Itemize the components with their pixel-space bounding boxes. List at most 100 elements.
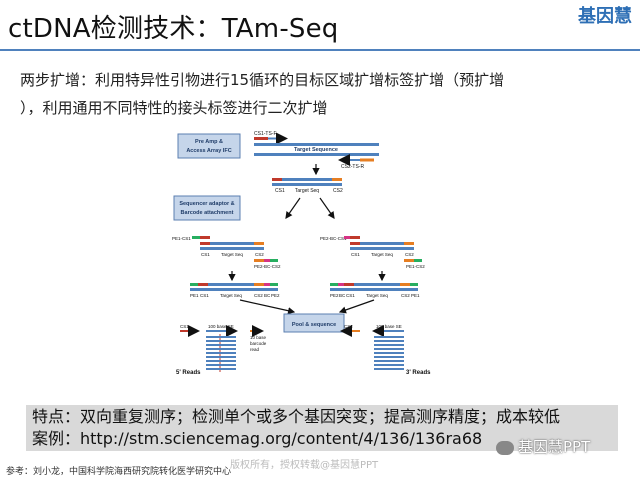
- intro-line-1: 两步扩增：利用特异性引物进行15循环的目标区域扩增标签扩增（预扩增: [20, 71, 505, 89]
- amplicon-strand-2: [272, 183, 342, 186]
- reads-right-stack: [374, 336, 404, 370]
- left-final-pe1-label: PE1: [190, 293, 199, 298]
- left-final-pe1: [190, 283, 198, 286]
- right-final-target-label: Target Seq: [366, 293, 388, 298]
- right-final-target: [354, 283, 400, 286]
- tam-seq-workflow-diagram: Pre Amp & Access Array IFC CS1-TS-F Targ…: [172, 131, 431, 376]
- left-target: [210, 242, 254, 245]
- right-final-pe2-label: PE2: [330, 293, 339, 298]
- reference-note: 参考：刘小龙，中国科学院海西研究院转化医学研究中心: [6, 467, 232, 477]
- right-cs2-label: CS2: [405, 252, 414, 257]
- right-pe2-bc-cs1-label: PE2-BC-CS1: [320, 236, 347, 241]
- left-final-cs1: [198, 283, 208, 286]
- left-final-cs2-label: CS2: [254, 293, 263, 298]
- right-cs1-amp: [350, 242, 360, 245]
- wechat-icon: [496, 440, 514, 455]
- right-final-bc-label: BC: [339, 293, 346, 298]
- primer-cs1-ts-f-label: CS1-TS-F: [254, 131, 277, 137]
- preamp-box: Pre Amp & Access Array IFC: [177, 133, 241, 159]
- intro-text: 两步扩增：利用特异性引物进行15循环的目标区域扩增标签扩增（预扩增 ），利用通用…: [20, 66, 620, 122]
- copyright-watermark: 版权所有，授权转载@基因慧PPT: [230, 460, 379, 471]
- right-pe1-cs2-label: PE1-CS2: [406, 264, 425, 269]
- right-final-cs1-label: CS1: [346, 293, 355, 298]
- reads-right-cs2-label: CS2: [344, 324, 353, 329]
- adaptor-label-2: Barcode attachment: [181, 210, 234, 216]
- left-final-pe2: [270, 283, 278, 286]
- target-sequence-label: Target Sequence: [294, 147, 338, 153]
- left-pe2-primer: [270, 259, 278, 262]
- right-cs2-primer: [404, 259, 414, 262]
- reads-left-10-label-1: 10 base: [250, 335, 267, 340]
- right-target-label: Target Seq: [371, 252, 393, 257]
- amplicon-cs2-label: CS2: [333, 188, 343, 194]
- features-line-1: 特点：双向重复测序；检测单个或多个基因突变；提高测序精度；成本较低: [32, 407, 561, 426]
- right-final-pe1-label: PE1: [411, 293, 420, 298]
- right-final-cs1: [344, 283, 354, 286]
- right-final-strand-2: [330, 288, 418, 291]
- right-final-pe2: [330, 283, 338, 286]
- brand-logo: 基因慧: [578, 6, 632, 27]
- primer-cs1-ts-f: [254, 137, 268, 140]
- left-strand-2: [200, 247, 264, 250]
- page-title: ctDNA检测技术：TAm-Seq: [8, 14, 339, 44]
- right-cs1-label: CS1: [351, 252, 360, 257]
- left-pe2-bc-cs2-label: PE2-BC-CS2: [254, 264, 281, 269]
- left-final-strand-2: [190, 288, 278, 291]
- reads-left-stack: [206, 334, 236, 374]
- right-final-cs2: [400, 283, 410, 286]
- merge-arrow-right: [338, 299, 375, 314]
- features-panel: 特点：双向重复测序；检测单个或多个基因突变；提高测序精度；成本较低 案例：htt…: [26, 405, 618, 451]
- right-pe1-primer: [414, 259, 422, 262]
- reads-5-label: 5' Reads: [176, 370, 201, 376]
- adaptor-label-1: Sequencer adaptor &: [179, 201, 234, 207]
- features-line-2: 案例：http://stm.sciencemag.org/content/4/1…: [32, 429, 483, 448]
- target-sequence-strand-1: [254, 143, 379, 146]
- adaptor-box: Sequencer adaptor & Barcode attachment: [173, 195, 241, 221]
- target-sequence-strand-2: [254, 153, 379, 156]
- amplicon-cs1: [272, 178, 282, 181]
- amplicon-cs2: [332, 178, 342, 181]
- brand-watermark: 基因慧PPT: [496, 436, 590, 457]
- right-final-pe1: [410, 283, 418, 286]
- right-cs1-tag: [350, 236, 360, 239]
- left-pe1-cs1-label: PE1-CS1: [172, 236, 191, 241]
- pool-label: Pool & sequence: [292, 322, 336, 328]
- left-final-bc-label: BC: [264, 293, 271, 298]
- preamp-label-2: Access Array IFC: [186, 148, 231, 154]
- left-final-target: [208, 283, 254, 286]
- left-target-label: Target Seq: [221, 252, 243, 257]
- amplicon-cs1-label: CS1: [275, 188, 285, 194]
- left-cs2: [254, 242, 264, 245]
- title-divider: [0, 49, 640, 51]
- reads-left-cs1-label: CS1: [180, 324, 189, 329]
- left-final-cs1-label: CS1: [200, 293, 209, 298]
- preamp-label-1: Pre Amp &: [195, 139, 223, 145]
- amplicon-target: [282, 178, 332, 181]
- left-cs1-label: CS1: [201, 252, 210, 257]
- reads-left-10-label-2: barcode: [250, 341, 267, 346]
- merge-arrow-left: [239, 299, 296, 315]
- reads-left-100-label: 100 base SE: [208, 324, 234, 329]
- left-cs1-amp: [200, 242, 210, 245]
- right-cs2: [404, 242, 414, 245]
- right-strand-2: [350, 247, 414, 250]
- right-bc-tag: [344, 236, 350, 239]
- left-final-pe2-label: PE2: [271, 293, 280, 298]
- left-final-cs2: [254, 283, 264, 286]
- left-final-bc: [264, 283, 270, 286]
- left-cs2-label: CS2: [255, 252, 264, 257]
- left-cs2-primer: [254, 259, 264, 262]
- primer-cs2-ts-r: [360, 158, 374, 162]
- amplicon-target-label: Target Seq: [295, 188, 319, 194]
- right-final-bc: [338, 283, 344, 286]
- right-target: [360, 242, 404, 245]
- brand-watermark-text: 基因慧PPT: [518, 438, 591, 456]
- intro-line-2: ），利用通用不同特性的接头标签进行二次扩增: [20, 99, 328, 117]
- left-bc-primer: [264, 259, 270, 262]
- pool-sequence-box: Pool & sequence: [283, 313, 345, 333]
- reads-3-label: 3' Reads: [406, 370, 431, 376]
- left-pe1-adaptor: [192, 236, 200, 239]
- left-cs1-tag: [200, 236, 210, 239]
- reads-left-10-label-3: read: [250, 347, 260, 352]
- split-arrow-left: [285, 197, 301, 219]
